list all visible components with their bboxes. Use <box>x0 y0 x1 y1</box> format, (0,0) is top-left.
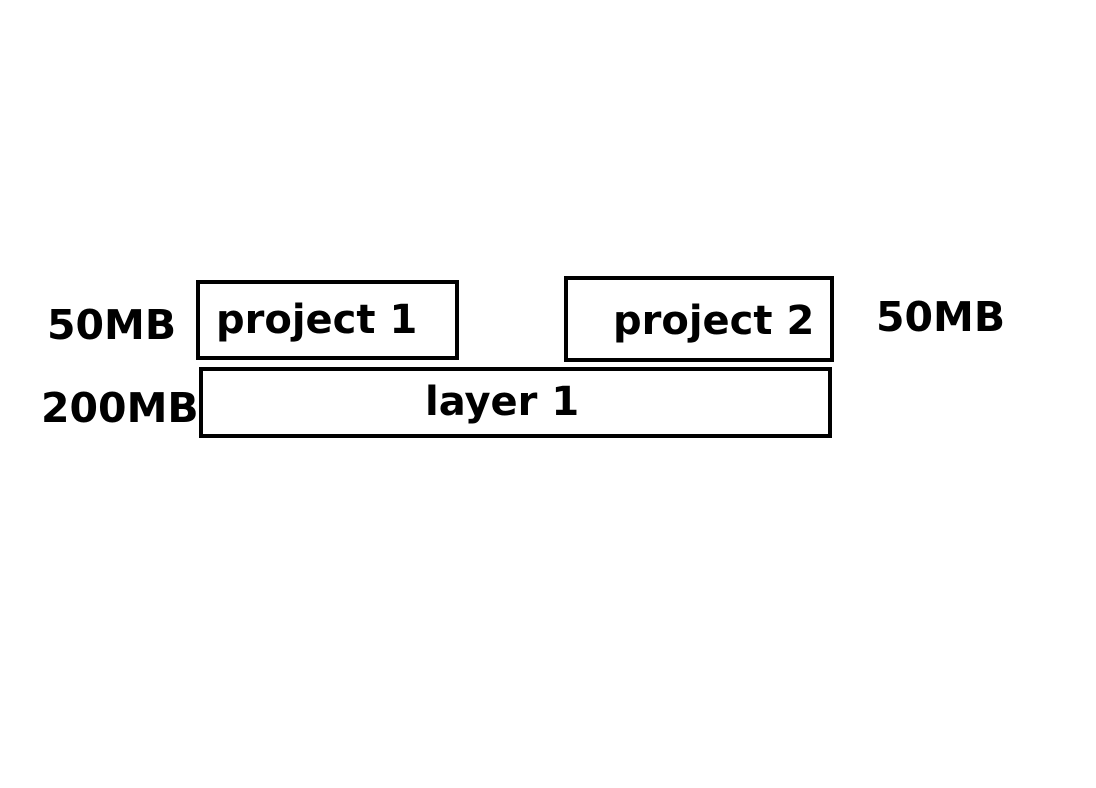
project-2-box <box>564 276 834 362</box>
project-1-size: 50MB <box>47 301 177 349</box>
project-2-size: 50MB <box>876 293 1006 341</box>
project-2-label: project 2 <box>613 298 815 344</box>
layer-1-box <box>199 367 832 438</box>
project-1-box <box>196 280 459 360</box>
layer-1-size: 200MB <box>41 384 199 432</box>
project-1-label: project 1 <box>216 297 418 343</box>
layer-1-label: layer 1 <box>425 379 580 425</box>
